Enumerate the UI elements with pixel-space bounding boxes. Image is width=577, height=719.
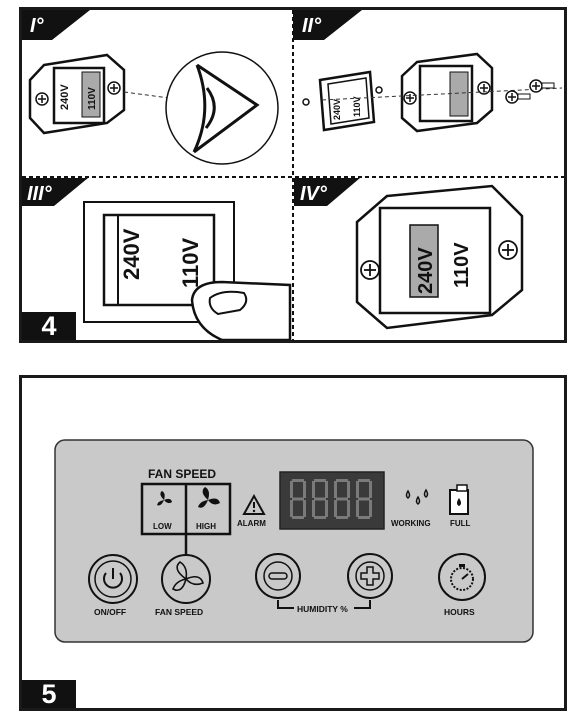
display-segment: [290, 500, 293, 517]
onoff-label: ON/OFF: [94, 607, 126, 617]
step-4-240v: 240V: [415, 247, 437, 294]
step-number-5: 5: [22, 679, 76, 709]
control-panel-illustration: FAN SPEED LOW HIGH ALARM: [54, 439, 534, 643]
display-segment: [347, 500, 350, 517]
working-label: WORKING: [391, 519, 431, 528]
fan-speed-label: FAN SPEED: [155, 607, 203, 617]
step-3-240v: 240V: [119, 228, 144, 280]
display-segment: [358, 479, 370, 482]
display-segment: [312, 481, 315, 498]
humidity-bracket: [277, 600, 371, 609]
step-3-110v: 110V: [178, 238, 203, 288]
fan-icon: [172, 561, 204, 592]
display-segment: [369, 500, 372, 517]
step-2-switch-plate: [400, 52, 494, 133]
step-4-110v: 110V: [451, 242, 473, 288]
display-segment: [336, 497, 348, 501]
eye-icon: [165, 51, 279, 165]
display-segment: [290, 481, 293, 498]
step-4-tab: [294, 178, 360, 206]
step-4-switch-plate: 240V 110V: [355, 184, 524, 330]
humidity-plus-button[interactable]: [347, 553, 393, 599]
display-segment: [292, 497, 304, 501]
humidity-minus-button[interactable]: [255, 553, 301, 599]
display-segment: [369, 481, 372, 498]
step-1-tab: [22, 10, 90, 40]
low-fan-icon: [157, 491, 172, 506]
high-label: HIGH: [196, 522, 216, 531]
display-segment: [314, 516, 326, 519]
step-3-switch: 240V 110V: [83, 201, 235, 323]
fan-speed-button[interactable]: [161, 554, 211, 604]
display-segment: [325, 500, 328, 517]
full-tank-icon: [449, 484, 469, 515]
step-1-110v: 110V: [87, 87, 98, 110]
figure-4-illustration: I° II° III° IV° 240V 110V: [22, 10, 564, 342]
step-2-110v: 110V: [352, 96, 362, 117]
display-segment: [347, 481, 350, 498]
step-2-240v: 240V: [332, 99, 342, 120]
display-segment: [336, 479, 348, 482]
display-segment: [356, 481, 359, 498]
alarm-icon: [242, 493, 266, 515]
hours-label: HOURS: [444, 607, 475, 617]
display-segment: [336, 516, 348, 519]
step-2-label: II°: [302, 15, 322, 37]
display-segment: [292, 516, 304, 519]
high-fan-icon: [198, 487, 220, 508]
screw-icon: [529, 79, 555, 93]
display-segment: [356, 500, 359, 517]
display-segment: [303, 500, 306, 517]
step-2-tab: [293, 10, 362, 40]
full-label: FULL: [450, 519, 471, 528]
working-drops-icon: [405, 488, 429, 505]
alarm-label: ALARM: [237, 519, 266, 528]
display-segment: [292, 479, 304, 482]
step-1-240v: 240V: [59, 84, 71, 110]
timer-hours-button[interactable]: [438, 553, 486, 601]
step-1-label: I°: [30, 15, 45, 37]
figure-4-voltage-switch-steps: I° II° III° IV° 240V 110V: [19, 7, 567, 343]
step-3-tab: [22, 178, 88, 206]
display-segment: [358, 516, 370, 519]
display-segment: [312, 500, 315, 517]
step-2-removed-switch: 240V 110V: [302, 70, 383, 132]
step-number-4: 4: [22, 311, 76, 341]
display-segment: [334, 500, 337, 517]
display-segment: [334, 481, 337, 498]
display-segment: [314, 497, 326, 501]
display-segment: [314, 479, 326, 482]
display-segment: [358, 497, 370, 501]
display-segment: [303, 481, 306, 498]
humidity-label: HUMIDITY %: [297, 604, 348, 614]
screw-icon: [505, 90, 531, 104]
fan-speed-title: FAN SPEED: [148, 467, 216, 481]
step-3-label: III°: [27, 183, 53, 205]
timer-icon: [450, 567, 474, 591]
display-segments: [290, 479, 372, 519]
finger-icon: [190, 280, 292, 342]
low-label: LOW: [153, 522, 172, 531]
figure-5-control-panel: FAN SPEED LOW HIGH ALARM: [19, 375, 567, 711]
display-segment: [325, 481, 328, 498]
step-4-label: IV°: [300, 183, 328, 205]
power-button[interactable]: [88, 554, 138, 604]
step-1-switch-plate: 240V 110V: [28, 53, 126, 135]
